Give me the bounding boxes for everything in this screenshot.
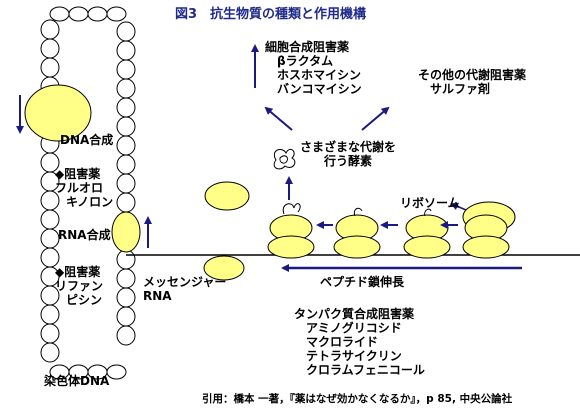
- ribosome-small-subunit: [267, 235, 315, 259]
- ribosome-large-subunit-free: [204, 181, 250, 211]
- protein-inhibitor-drug-4: クロラムフェニコール: [306, 363, 425, 377]
- dna-inhibitor-heading: ◆阻害薬: [55, 167, 101, 181]
- dna-bead: [116, 135, 136, 156]
- dna-bead: [87, 6, 108, 22]
- dna-bead: [116, 192, 136, 213]
- messenger-rna-line2: RNA: [143, 289, 172, 303]
- dna-bead: [116, 249, 136, 270]
- dna-bead: [116, 306, 136, 327]
- dna-bead: [116, 154, 136, 175]
- dna-bead: [40, 342, 60, 363]
- enzymes-line1: さまざまな代謝を: [300, 140, 397, 154]
- messenger-rna-line1: メッセンジャー: [143, 275, 227, 289]
- chromosomal-dna-label: 染色体DNA: [44, 374, 110, 388]
- dna-bead: [106, 6, 127, 22]
- rna-inhibitor-drug-line2: ピシン: [66, 293, 103, 307]
- dna-bead: [116, 325, 136, 346]
- cell-wall-drug-3: バンコマイシン: [277, 82, 362, 96]
- dna-inhibitor-label: ◆阻害薬 フルオロ キノロン: [55, 167, 113, 209]
- protein-synthesis-inhibitors-label: タンパク質合成阻害薬 アミノグリコシド マクロライド テトラサイクリン クロラム…: [294, 307, 425, 377]
- enzymes-label: さまざまな代謝を 行う酵素: [300, 140, 396, 168]
- dna-bead: [68, 6, 89, 22]
- dna-bead: [40, 57, 60, 78]
- protein-inhibitor-drug-3: テトラサイクリン: [306, 349, 402, 363]
- enzyme-to-wall-arrow: [264, 106, 293, 131]
- cell-wall-drug-2: ホスホマイシン: [277, 68, 362, 82]
- rna-polymerase: [111, 211, 141, 253]
- ribosome-small-subunit: [333, 235, 381, 259]
- dna-bead: [40, 323, 60, 344]
- ribosome-small-subunit-free: [203, 255, 245, 281]
- enzyme-tangle: [273, 148, 296, 170]
- rna-inhibitor-drug-line1: リファン: [55, 279, 104, 293]
- dna-bead: [116, 268, 136, 289]
- dna-bead: [116, 287, 136, 308]
- dna-bead: [116, 21, 136, 42]
- nascent-peptide: [424, 208, 432, 217]
- peptide-elongation-label: ペプチド鎖伸長: [320, 275, 405, 289]
- enzymes-line2: 行う酵素: [324, 154, 373, 168]
- dna-inhibitor-drug-line1: フルオロ: [55, 181, 104, 195]
- cell-wall-drug-1: βラクタム: [277, 54, 334, 68]
- protein-inhibitor-drug-2: マクロライド: [306, 335, 379, 349]
- citation: 引用：橋本 一著，『薬はなぜ効かなくなるか』，p 85, 中央公論社: [202, 393, 513, 405]
- cell-wall-inhibitors-label: 細胞合成阻害薬 βラクタム ホスホマイシン バンコマイシン: [265, 40, 362, 96]
- enzyme-to-other-arrow: [361, 106, 390, 131]
- dna-bead: [116, 173, 136, 194]
- dna-bead: [49, 6, 70, 22]
- dna-bead: [116, 97, 136, 118]
- cell-wall-inhibitors-heading: 細胞合成阻害薬: [265, 40, 350, 54]
- ribosome-group: [267, 203, 510, 259]
- nascent-peptide: [353, 207, 363, 217]
- figure-title: 図3 抗生物質の種類と作用機構: [175, 7, 367, 22]
- dna-bead: [40, 38, 60, 59]
- dna-bead: [116, 59, 136, 80]
- ribosome-small-subunit: [403, 235, 451, 259]
- rna-synthesis-label: RNA合成: [58, 228, 111, 242]
- dna-polymerase: [24, 84, 92, 142]
- protein-inhibitor-drug-1: アミノグリコシド: [306, 321, 402, 335]
- dna-bead: [116, 40, 136, 61]
- dna-bead: [40, 228, 60, 249]
- nascent-peptide: [282, 203, 301, 215]
- dna-bead: [116, 78, 136, 99]
- dna-inhibitor-drug-line2: キノロン: [66, 195, 114, 209]
- dna-bead: [40, 209, 60, 230]
- other-inhibitors-label: その他の代謝阻害薬 サルファ剤: [418, 68, 526, 96]
- dna-bead: [40, 304, 60, 325]
- ribosome-small-subunit: [462, 235, 510, 259]
- ribosome-label: リボソーム: [400, 196, 460, 210]
- ribosome-label-pointer: [450, 202, 467, 211]
- dna-bead: [40, 19, 60, 40]
- dna-synthesis-label: DNA合成: [60, 133, 114, 147]
- dna-bead: [116, 116, 136, 137]
- rna-inhibitor-heading: ◆阻害薬: [55, 265, 101, 279]
- other-inhibitors-drug: サルファ剤: [430, 82, 491, 96]
- rna-inhibitor-label: ◆阻害薬 リファン ピシン: [55, 265, 103, 307]
- messenger-rna-label: メッセンジャー RNA: [143, 275, 226, 303]
- other-inhibitors-heading: その他の代謝阻害薬: [418, 68, 527, 82]
- protein-inhibitors-heading: タンパク質合成阻害薬: [294, 307, 415, 321]
- dna-bead: [106, 364, 127, 380]
